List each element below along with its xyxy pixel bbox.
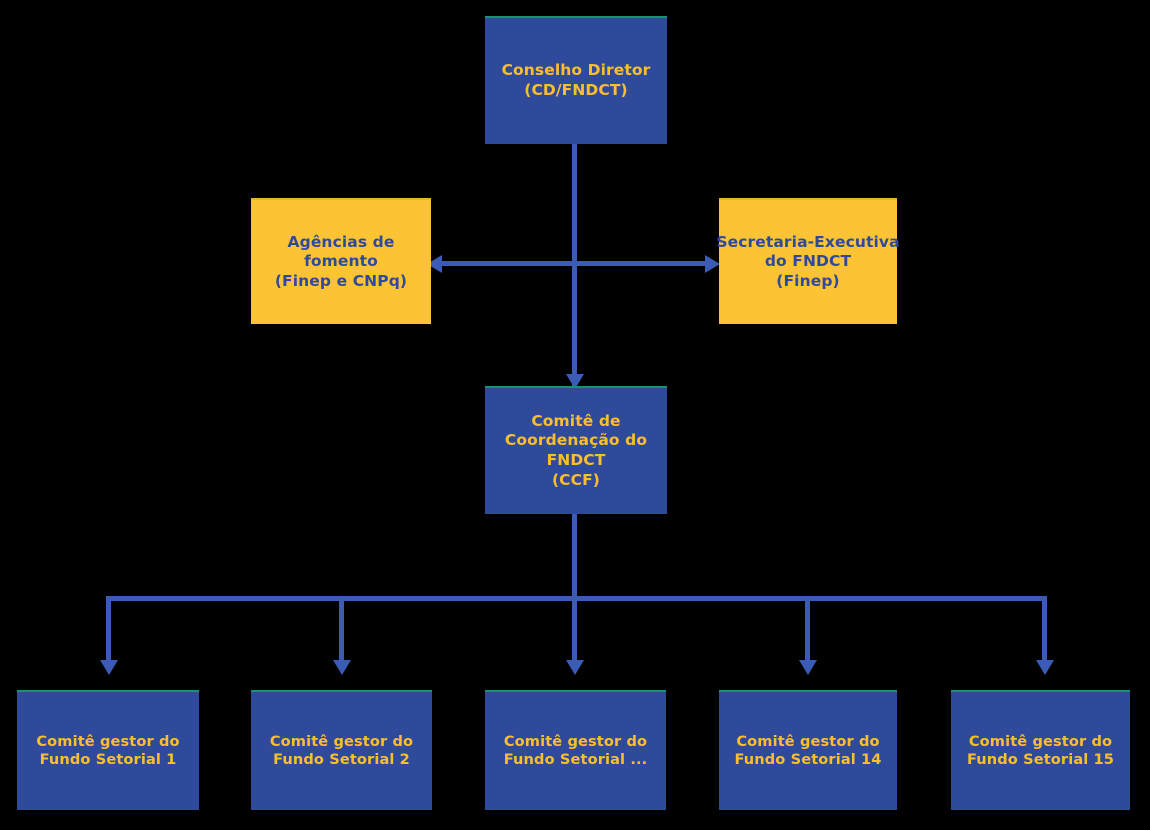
node-fundo-setorial-15-line-1: Comitê gestor do xyxy=(968,732,1113,750)
hairline-fundo-setorial-2 xyxy=(251,690,432,692)
node-fundo-setorial-15-line-2: Fundo Setorial 15 xyxy=(966,751,1115,768)
connector-drop-fundo-4 xyxy=(805,596,810,664)
node-agencias-fomento-line-3: (Finep e CNPq) xyxy=(274,271,408,290)
node-fundo-setorial-3-line-1: Comitê gestor do xyxy=(503,732,648,750)
node-fundo-setorial-2-line-2: Fundo Setorial 2 xyxy=(273,751,410,768)
node-secretaria-executiva-line-1: Secretaria-Executiva xyxy=(716,232,900,251)
arrowhead-fundo-1 xyxy=(99,660,118,675)
hairline-fundo-setorial-3 xyxy=(485,690,666,692)
node-agencias-fomento-line-1: Agências de xyxy=(287,232,395,251)
hairline-fundo-setorial-15 xyxy=(951,690,1130,692)
node-secretaria-executiva-line-2: do FNDCT xyxy=(764,252,852,271)
node-fundo-setorial-2-line-1: Comitê gestor do xyxy=(269,732,414,750)
arrowhead-fundo-3 xyxy=(565,660,584,675)
node-fundo-setorial-2[interactable]: Comitê gestor do Fundo Setorial 2 xyxy=(251,692,432,810)
node-secretaria-executiva-line-3: (Finep) xyxy=(776,271,840,290)
node-fundo-setorial-15[interactable]: Comitê gestor do Fundo Setorial 15 xyxy=(951,692,1130,810)
arrowhead-secretaria-in xyxy=(705,254,720,273)
hairline-conselho-diretor xyxy=(485,16,667,18)
hairline-comite-coordenacao xyxy=(485,386,667,388)
node-fundo-setorial-14-line-2: Fundo Setorial 14 xyxy=(734,751,882,768)
arrowhead-fundo-2 xyxy=(332,660,351,675)
arrowhead-ccf-in xyxy=(565,374,584,389)
node-secretaria-executiva[interactable]: Secretaria-Executiva do FNDCT (Finep) xyxy=(716,200,900,324)
connector-drop-fundo-1 xyxy=(106,596,111,664)
node-fundo-setorial-14-line-1: Comitê gestor do xyxy=(736,732,880,750)
arrowhead-fundo-4 xyxy=(798,660,817,675)
hairline-fundo-setorial-14 xyxy=(719,690,897,692)
connector-drop-fundo-2 xyxy=(339,596,344,664)
node-conselho-diretor[interactable]: Conselho Diretor (CD/FNDCT) xyxy=(485,18,667,144)
node-fundo-setorial-1-line-1: Comitê gestor do xyxy=(36,732,180,750)
node-comite-coordenacao-line-1: Comitê de xyxy=(531,411,621,430)
node-conselho-diretor-line-1: Conselho Diretor xyxy=(501,61,651,80)
connector-ccf-trunk xyxy=(572,512,577,600)
hairline-secretaria-executiva xyxy=(719,198,897,200)
connector-drop-fundo-5 xyxy=(1042,596,1047,664)
node-fundo-setorial-3[interactable]: Comitê gestor do Fundo Setorial ... xyxy=(485,692,666,810)
node-comite-coordenacao-line-2: Coordenação do xyxy=(504,431,648,450)
connector-drop-fundo-3 xyxy=(572,596,577,664)
node-fundo-setorial-1[interactable]: Comitê gestor do Fundo Setorial 1 xyxy=(17,692,199,810)
node-comite-coordenacao-line-4: (CCF) xyxy=(551,470,600,489)
hairline-agencias-fomento xyxy=(251,198,431,200)
connector-agencias-secretaria xyxy=(438,261,710,266)
node-fundo-setorial-14[interactable]: Comitê gestor do Fundo Setorial 14 xyxy=(719,692,897,810)
node-agencias-fomento-line-2: fomento xyxy=(304,252,378,271)
node-fundo-setorial-3-line-2: Fundo Setorial ... xyxy=(503,751,648,768)
arrowhead-fundo-5 xyxy=(1035,660,1054,675)
node-comite-coordenacao[interactable]: Comitê de Coordenação do FNDCT (CCF) xyxy=(485,388,667,514)
node-comite-coordenacao-line-3: FNDCT xyxy=(546,451,606,469)
node-agencias-fomento[interactable]: Agências de fomento (Finep e CNPq) xyxy=(251,200,431,324)
hairline-fundo-setorial-1 xyxy=(17,690,199,692)
node-fundo-setorial-1-line-2: Fundo Setorial 1 xyxy=(39,751,177,768)
node-conselho-diretor-line-2: (CD/FNDCT) xyxy=(524,81,628,99)
